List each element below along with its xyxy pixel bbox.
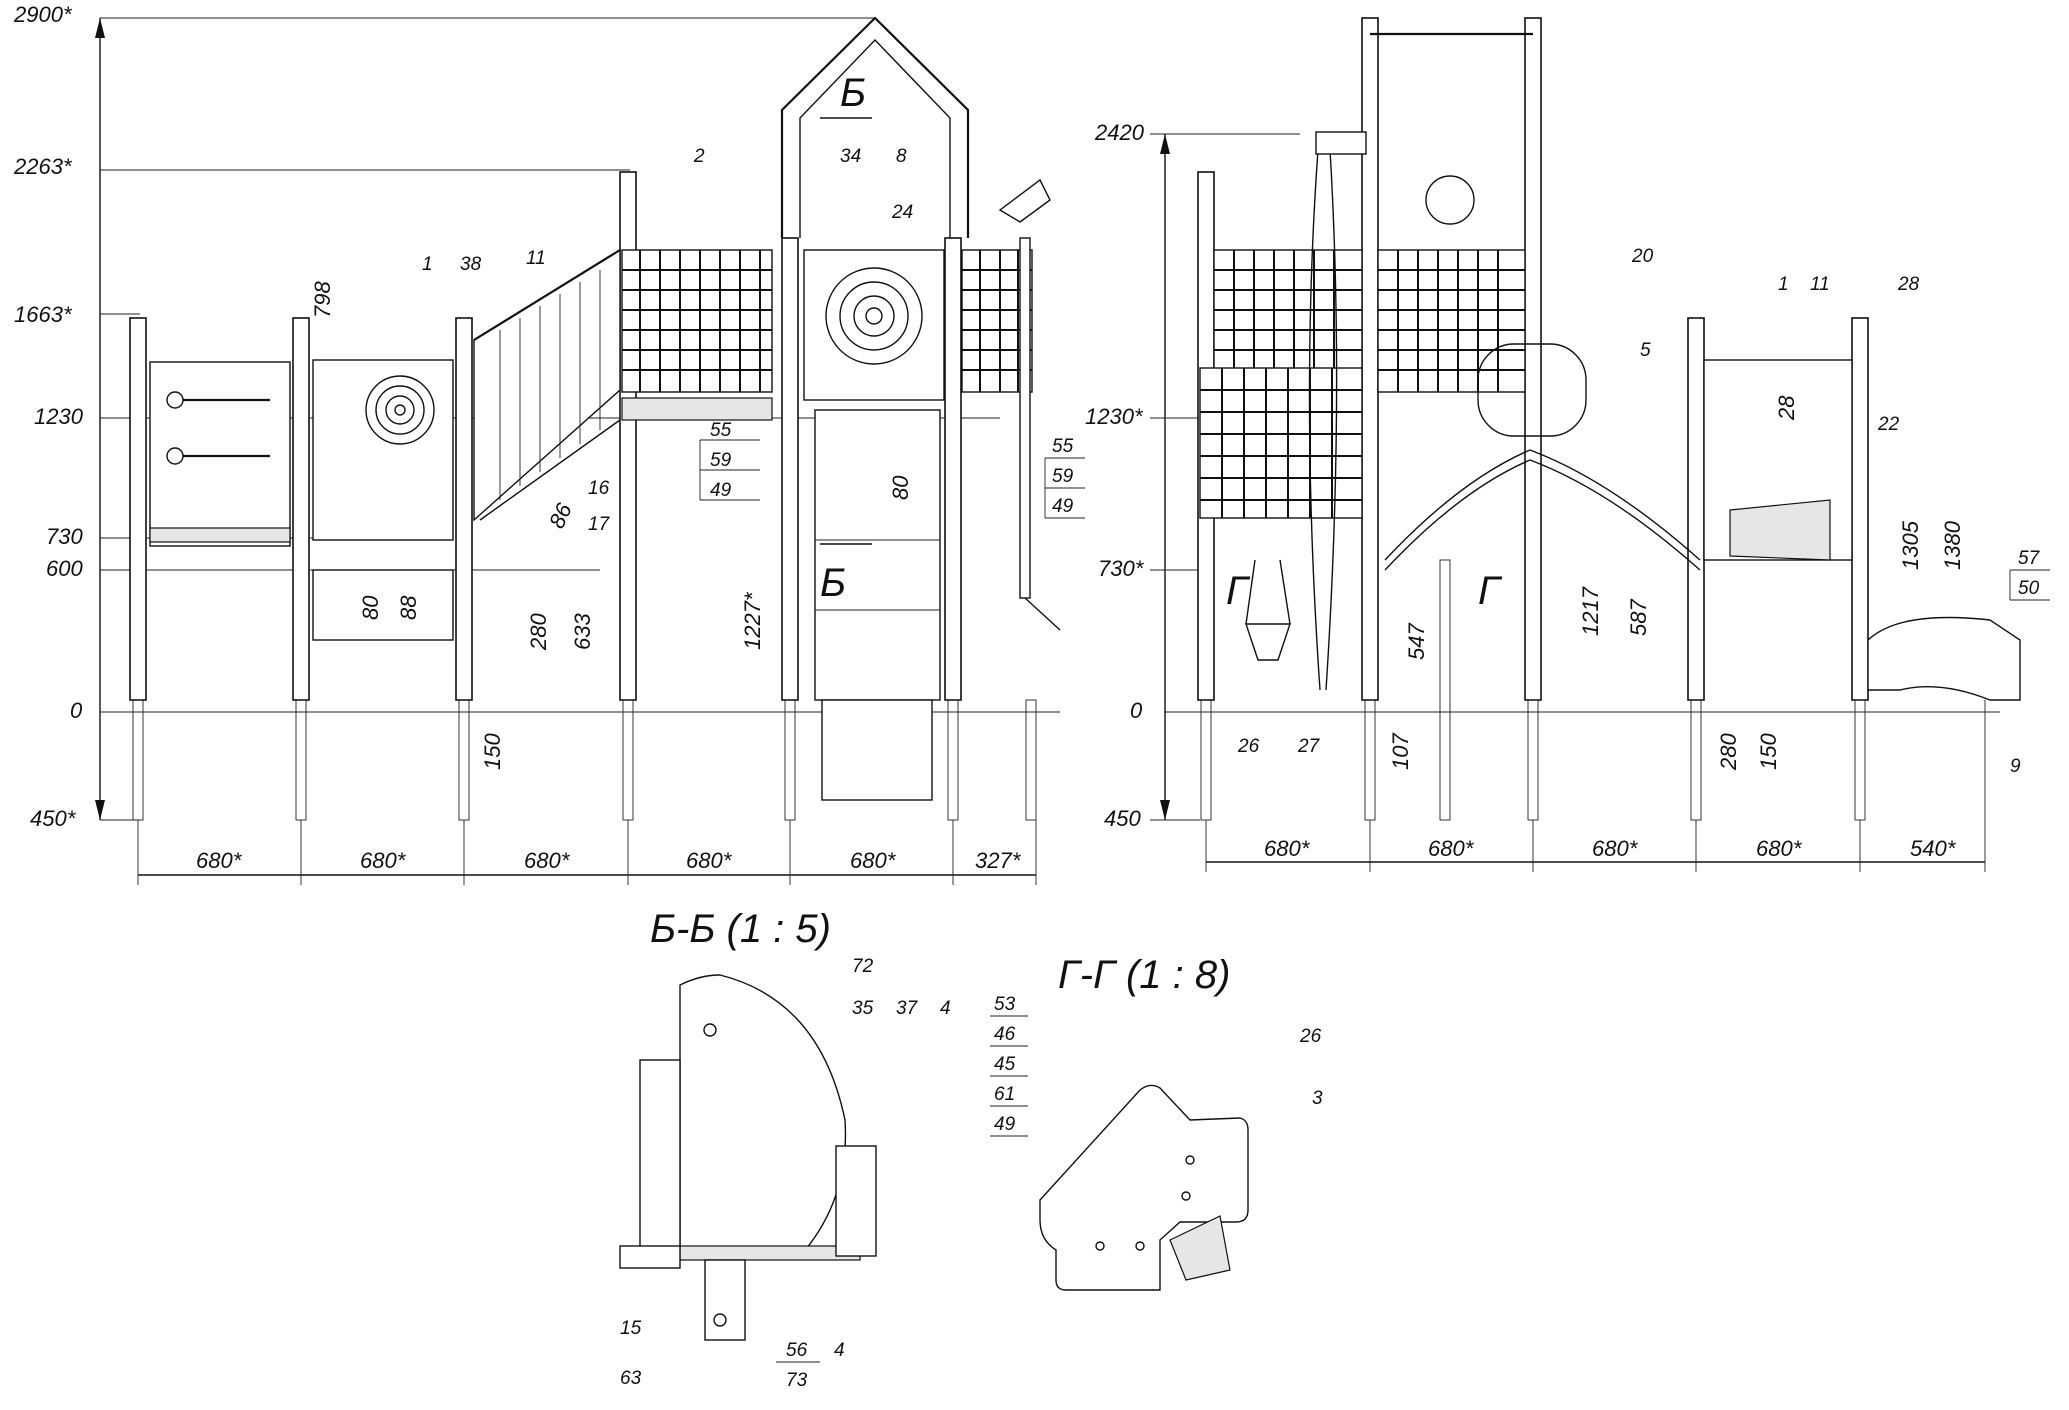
callout-15: 15 bbox=[620, 1318, 642, 1339]
callout-63: 63 bbox=[620, 1368, 642, 1389]
height-label: 450* bbox=[30, 806, 77, 831]
callout-2: 2 bbox=[693, 146, 705, 167]
height-label: 450 bbox=[1104, 806, 1141, 831]
section-mark-g-right: Г bbox=[1478, 569, 1503, 613]
height-label: 1230 bbox=[34, 404, 84, 429]
callout-stack-item: 55 bbox=[710, 420, 732, 441]
dimension-80-tower: 80 bbox=[888, 475, 913, 500]
dimension-798: 798 bbox=[310, 281, 335, 318]
callout-72: 72 bbox=[852, 956, 874, 977]
section-gg: Г-Г (1 : 8) 53 46 45 61 49 26 3 bbox=[990, 953, 1323, 1291]
width-label: 680* bbox=[850, 848, 897, 873]
callout-9: 9 bbox=[2010, 756, 2021, 777]
height-label: 0 bbox=[70, 698, 83, 723]
callout-stack-item: 49 bbox=[994, 1114, 1016, 1135]
callout-stack-item: 50 bbox=[2018, 578, 2040, 599]
dimension-150: 150 bbox=[480, 733, 505, 770]
dimension-88: 88 bbox=[396, 595, 421, 620]
dimension-587: 587 bbox=[1626, 599, 1651, 636]
height-label: 2263* bbox=[13, 154, 73, 179]
callout-5: 5 bbox=[1640, 340, 1651, 361]
callout-1: 1 bbox=[422, 254, 433, 275]
callout-stack-item: 57 bbox=[2018, 548, 2041, 569]
callout-27: 27 bbox=[1297, 736, 1321, 757]
callout-11: 11 bbox=[526, 248, 546, 269]
height-label: 1663* bbox=[14, 302, 73, 327]
width-label: 680* bbox=[1592, 836, 1639, 861]
width-label: 680* bbox=[1428, 836, 1475, 861]
callout-35: 35 bbox=[852, 998, 874, 1019]
height-label: 1230* bbox=[1085, 404, 1144, 429]
width-label: 680* bbox=[1264, 836, 1311, 861]
dimension-86: 86 bbox=[544, 499, 577, 532]
callout-34: 34 bbox=[840, 146, 861, 167]
callout-4: 4 bbox=[940, 998, 951, 1019]
width-label: 680* bbox=[524, 848, 571, 873]
callout-28: 28 bbox=[1897, 274, 1920, 295]
front-view: 2900* 2263* 1663* 1230 730 600 0 450* 68… bbox=[13, 2, 1085, 885]
callout-4-bottom: 4 bbox=[834, 1340, 845, 1361]
section-gg-title: Г-Г (1 : 8) bbox=[1058, 953, 1230, 997]
dimension-1217: 1217 bbox=[1578, 586, 1603, 636]
callout-26: 26 bbox=[1299, 1026, 1322, 1047]
callout-stack-item: 61 bbox=[994, 1084, 1015, 1105]
callout-22: 22 bbox=[1877, 414, 1900, 435]
callout-17: 17 bbox=[588, 514, 611, 535]
side-view: 2420 1230* 730* 0 450 680* 680* 680* 680… bbox=[1085, 17, 2050, 872]
callout-stack-item: 46 bbox=[994, 1024, 1016, 1045]
callout-26: 26 bbox=[1237, 736, 1260, 757]
callout-stack-item: 53 bbox=[994, 994, 1016, 1015]
section-bb: Б-Б (1 : 5) 72 35 37 4 15 63 56 4 73 bbox=[619, 907, 951, 1391]
dimension-633: 633 bbox=[570, 613, 595, 650]
callout-stack-item: 49 bbox=[1052, 496, 1074, 517]
dimension-150: 150 bbox=[1756, 733, 1781, 770]
dimension-28: 28 bbox=[1774, 395, 1799, 421]
callout-1: 1 bbox=[1778, 274, 1789, 295]
callout-stack-item: 59 bbox=[710, 450, 732, 471]
section-bb-title: Б-Б (1 : 5) bbox=[650, 907, 831, 951]
width-label: 680* bbox=[1756, 836, 1803, 861]
callout-stack-item: 55 bbox=[1052, 436, 1074, 457]
callout-16: 16 bbox=[588, 478, 610, 499]
width-label: 680* bbox=[196, 848, 243, 873]
height-label: 0 bbox=[1130, 698, 1143, 723]
callout-3: 3 bbox=[1312, 1088, 1323, 1109]
section-mark-g-left: Г bbox=[1226, 569, 1251, 613]
height-label: 2420 bbox=[1094, 120, 1145, 145]
dimension-1305: 1305 bbox=[1898, 520, 1923, 570]
width-label: 680* bbox=[360, 848, 407, 873]
callout-37: 37 bbox=[896, 998, 919, 1019]
dimension-1380: 1380 bbox=[1940, 520, 1965, 570]
height-label: 2900* bbox=[13, 2, 73, 27]
width-label: 540* bbox=[1910, 836, 1957, 861]
section-mark-b-top: Б bbox=[840, 71, 866, 115]
callout-73: 73 bbox=[786, 1370, 808, 1391]
callout-stack-item: 45 bbox=[994, 1054, 1016, 1075]
height-label: 730 bbox=[46, 524, 83, 549]
dimension-280: 280 bbox=[1716, 733, 1741, 771]
callout-8: 8 bbox=[896, 146, 907, 167]
section-mark-b-bottom: Б bbox=[820, 561, 846, 605]
callout-56: 56 bbox=[786, 1340, 808, 1361]
callout-stack-item: 49 bbox=[710, 480, 732, 501]
dimension-547: 547 bbox=[1404, 623, 1429, 660]
dimension-280: 280 bbox=[526, 613, 551, 651]
callout-24: 24 bbox=[891, 202, 913, 223]
dimension-107: 107 bbox=[1388, 733, 1413, 770]
callout-38: 38 bbox=[460, 254, 482, 275]
callout-20: 20 bbox=[1631, 246, 1654, 267]
dimension-1227: 1227* bbox=[740, 591, 765, 650]
width-label: 327* bbox=[975, 848, 1022, 873]
height-label: 730* bbox=[1098, 556, 1145, 581]
height-label: 600 bbox=[46, 556, 83, 581]
dimension-80: 80 bbox=[358, 595, 383, 620]
callout-11: 11 bbox=[1810, 274, 1830, 295]
callout-stack-item: 59 bbox=[1052, 466, 1074, 487]
width-label: 680* bbox=[686, 848, 733, 873]
